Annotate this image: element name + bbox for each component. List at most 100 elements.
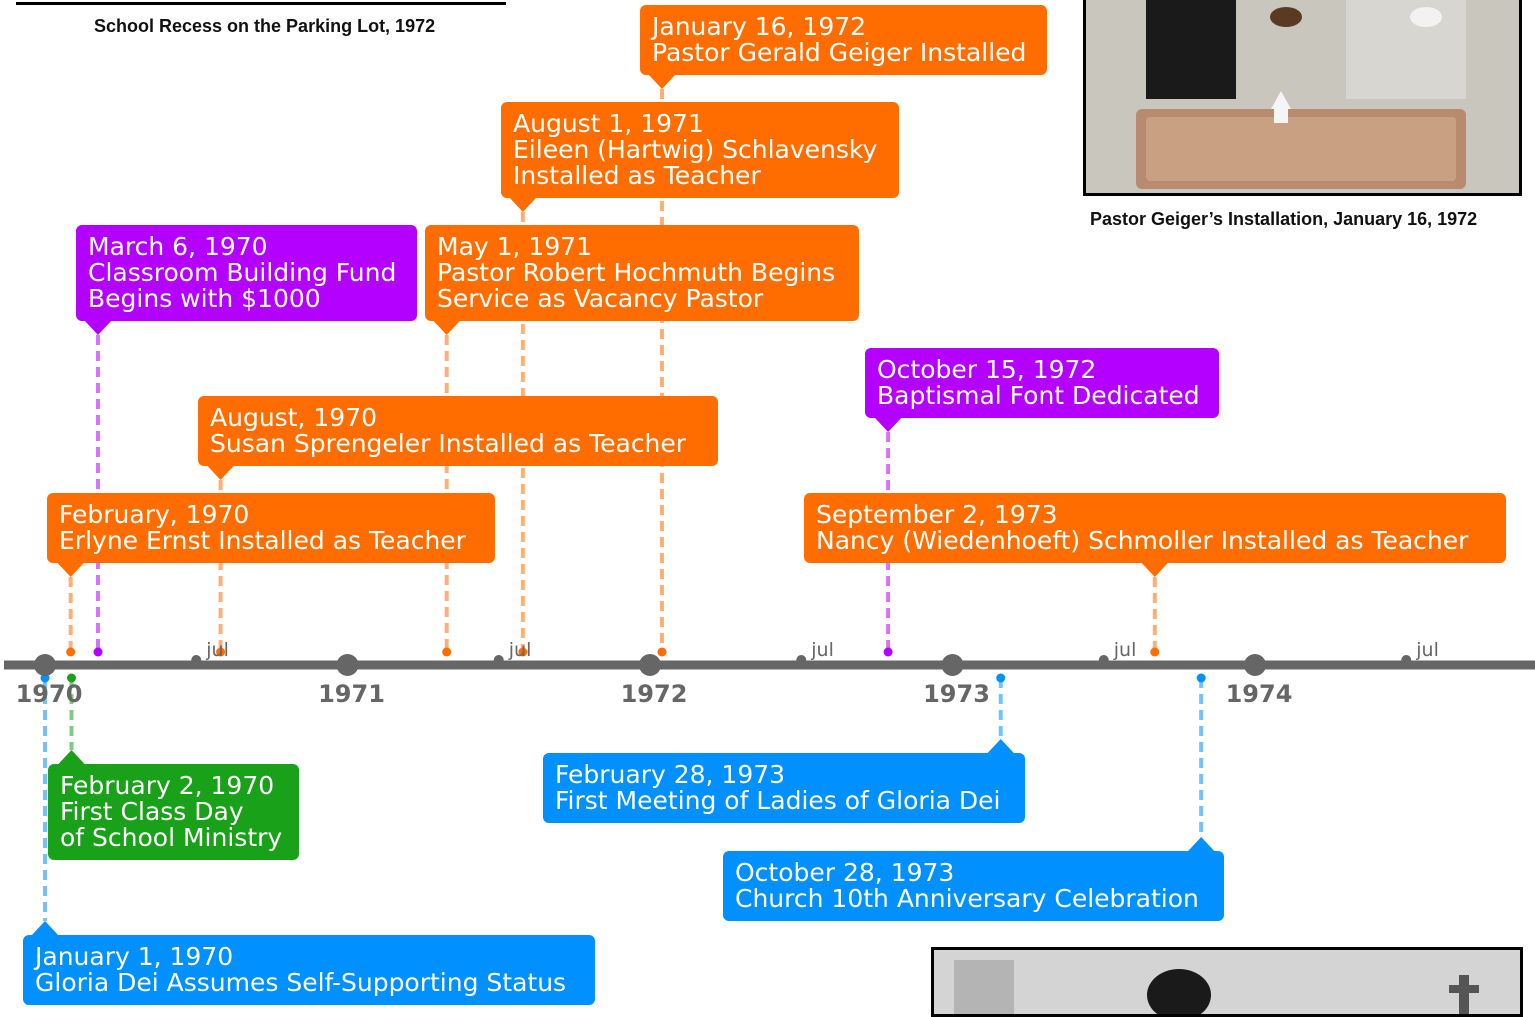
event-text: May 1, 1971: [437, 232, 592, 261]
event-text: Nancy (Wiedenhoeft) Schmoller Installed …: [816, 526, 1469, 555]
event-text: Service as Vacancy Pastor: [437, 284, 764, 313]
event-text: January 16, 1972: [650, 12, 866, 41]
event-text: First Class Day: [60, 797, 244, 826]
month-tick-label: jul: [508, 639, 532, 661]
event-marker: [518, 647, 528, 657]
event-box: [501, 102, 899, 198]
event-box: [47, 493, 495, 563]
event-box: [543, 753, 1025, 823]
event-pointer: [57, 750, 86, 765]
event-text: Pastor Robert Hochmuth Begins: [437, 258, 835, 287]
photo-illustration: [1086, 0, 1519, 193]
year-tick-label: 1974: [1226, 680, 1293, 708]
event-text: of School Ministry: [60, 823, 282, 852]
event-box: [723, 851, 1224, 921]
event-text: March 6, 1970: [88, 232, 268, 261]
event-box: [23, 935, 595, 1005]
event-text: Eileen (Hartwig) Schlavensky: [513, 135, 878, 164]
event-text: September 2, 1973: [816, 500, 1058, 529]
event-marker: [67, 673, 77, 683]
month-tick: [1098, 655, 1109, 665]
event-pointer: [1140, 562, 1169, 577]
event-pointer: [648, 74, 677, 89]
year-tick-label: 1970: [16, 680, 83, 708]
event-pointer: [508, 197, 537, 212]
event-box: [198, 396, 718, 466]
caption-pastor-installation: Pastor Geiger’s Installation, January 16…: [1090, 209, 1478, 229]
year-tick: [34, 654, 56, 676]
event-marker: [93, 647, 103, 657]
event-text: February, 1970: [59, 500, 249, 529]
event-box: [640, 5, 1047, 75]
event-text: Erlyne Ernst Installed as Teacher: [59, 526, 467, 555]
event-marker: [1196, 673, 1206, 683]
event-box: [76, 225, 417, 321]
event-text: February 28, 1973: [555, 760, 785, 789]
event-text: Pastor Gerald Geiger Installed: [652, 38, 1026, 67]
event-text: Installed as Teacher: [513, 161, 761, 190]
year-tick-label: 1972: [621, 680, 688, 708]
event-box: [48, 764, 299, 860]
event-text: Begins with $1000: [88, 284, 321, 313]
event-pointer: [84, 320, 113, 335]
event-text: October 28, 1973: [735, 858, 954, 887]
year-tick: [639, 654, 661, 676]
event-pointer: [31, 921, 59, 936]
event-text: August, 1970: [210, 403, 377, 432]
event-pointer: [206, 465, 235, 480]
event-text: Church 10th Anniversary Celebration: [735, 884, 1199, 913]
year-tick: [941, 654, 964, 676]
event-marker: [657, 647, 667, 657]
event-marker: [996, 673, 1006, 683]
month-tick: [191, 655, 202, 665]
event-pointer: [1187, 837, 1216, 852]
month-tick-label: jul: [1113, 639, 1137, 661]
year-tick-label: 1973: [923, 680, 990, 708]
event-text: February 2, 1970: [60, 771, 274, 800]
month-tick-label: jul: [810, 639, 834, 661]
event-box: [425, 225, 859, 321]
event-text: Baptismal Font Dedicated: [877, 381, 1200, 410]
event-marker: [1150, 647, 1160, 657]
photo-frame-top-left: [16, 0, 506, 5]
month-tick-label: jul: [205, 639, 229, 661]
month-tick: [493, 655, 504, 665]
event-box: [865, 348, 1219, 418]
event-pointer: [986, 739, 1015, 754]
month-tick: [796, 655, 807, 665]
event-box: [804, 493, 1506, 563]
event-text: Susan Sprengeler Installed as Teacher: [210, 429, 687, 458]
year-tick: [336, 654, 359, 676]
year-tick-label: 1971: [318, 680, 385, 708]
event-pointer: [56, 562, 85, 577]
event-marker: [883, 647, 893, 657]
event-text: Classroom Building Fund: [88, 258, 396, 287]
caption-school-recess: School Recess on the Parking Lot, 1972: [94, 16, 436, 36]
event-text: First Meeting of Ladies of Gloria Dei: [555, 786, 1000, 815]
month-tick: [1401, 655, 1412, 665]
event-text: October 15, 1972: [877, 355, 1096, 384]
year-tick: [1244, 654, 1266, 676]
event-pointer: [432, 320, 461, 335]
event-text: January 1, 1970: [33, 942, 233, 971]
month-tick-label: jul: [1415, 639, 1439, 661]
event-text: Gloria Dei Assumes Self-Supporting Statu…: [35, 968, 566, 997]
event-marker: [66, 647, 76, 657]
photo-pastor-installation: [1083, 0, 1522, 196]
event-pointer: [874, 417, 903, 432]
photo-illustration-bottom: [934, 950, 1520, 1014]
event-marker: [442, 647, 452, 657]
